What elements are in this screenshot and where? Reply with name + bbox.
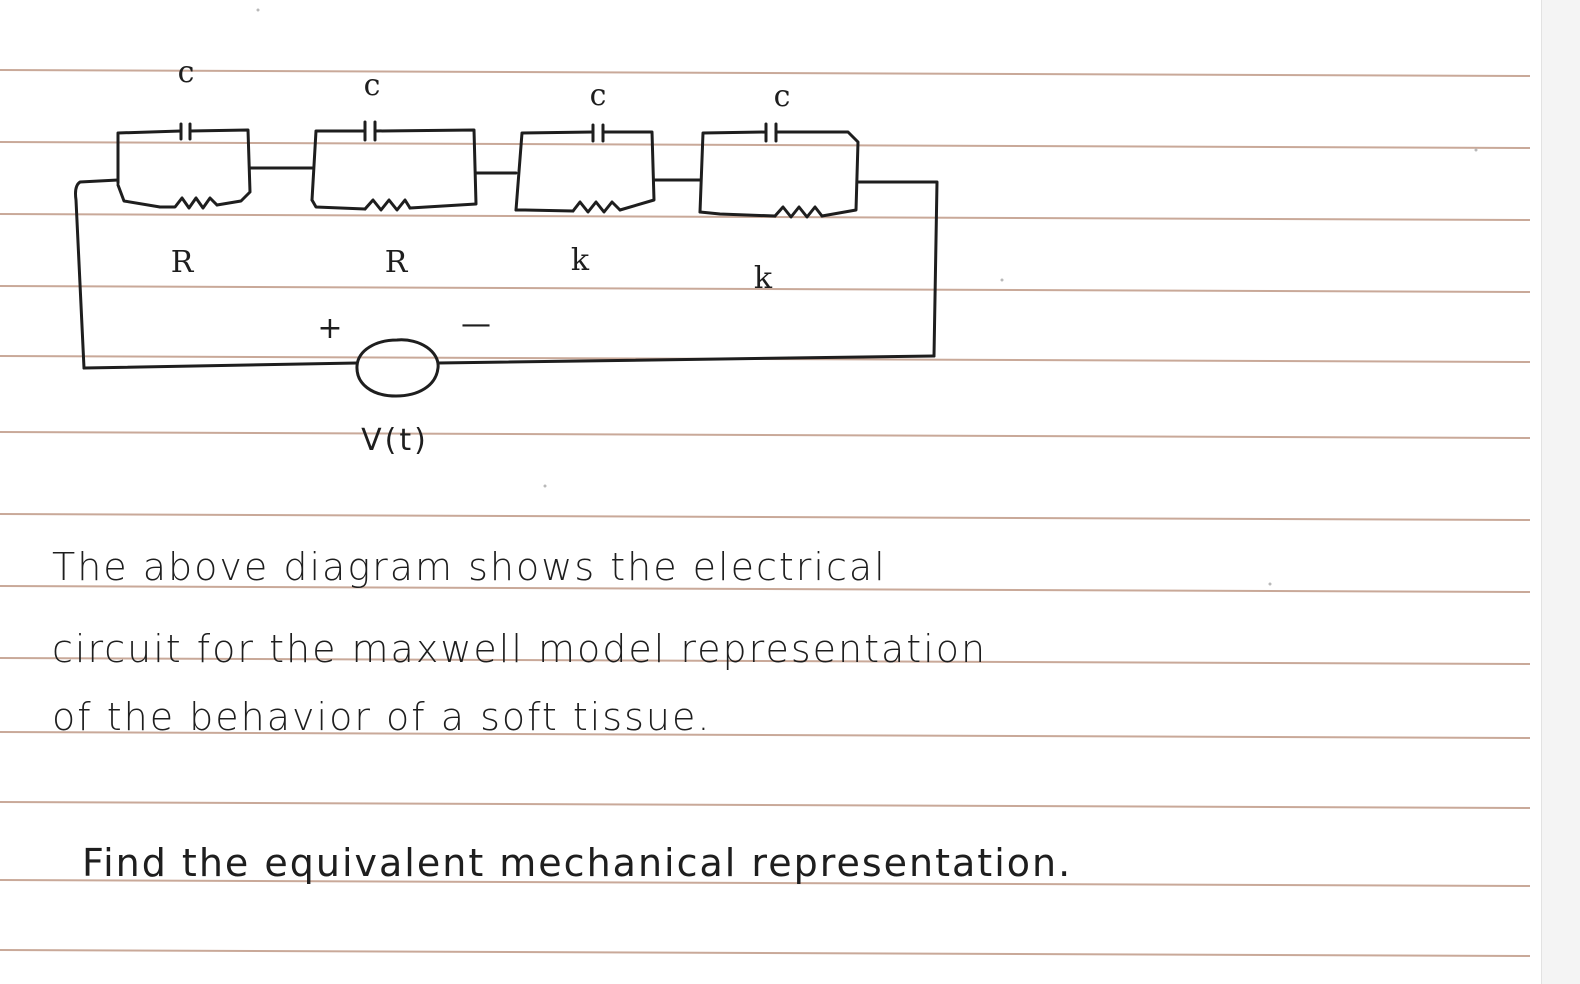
question-text: Find the equivalent mechanical represent… — [82, 841, 1073, 885]
circuit-wire — [116, 183, 162, 209]
ruled-line — [0, 949, 1531, 957]
ruled-line — [0, 801, 1531, 809]
paper-speck — [1268, 582, 1272, 586]
capacitor — [764, 122, 778, 143]
circuit-wire — [868, 180, 939, 358]
paper-speck — [1474, 148, 1478, 152]
ruled-line — [0, 431, 1531, 439]
circuit-wire — [373, 128, 478, 210]
resistor-label: R — [385, 245, 409, 280]
ruled-line — [0, 141, 1531, 149]
circuit-wire — [601, 130, 656, 212]
parallel-rc-element — [310, 129, 367, 202]
parallel-rc-element — [514, 130, 595, 212]
resistor-label: R — [171, 245, 195, 280]
circuit-wire — [698, 210, 777, 218]
resistor — [773, 205, 824, 219]
note-line-3: of the behavior of a soft tissue. — [52, 695, 712, 739]
resistor-label: k — [754, 261, 773, 296]
ruled-line — [0, 585, 1531, 593]
resistor — [363, 198, 412, 212]
parallel-rc-element — [698, 130, 768, 214]
circuit-wire — [514, 208, 575, 213]
circuit-wire — [188, 128, 252, 207]
circuit-wire — [82, 361, 359, 370]
capacitor — [591, 123, 605, 143]
circuit-wire — [774, 130, 860, 218]
circuit-wire — [74, 178, 120, 370]
voltage-source — [355, 338, 440, 398]
ruled-line — [0, 731, 1531, 739]
resistor — [158, 196, 219, 210]
source-label: V(t) — [361, 423, 429, 458]
source-minus-label: — — [461, 307, 491, 342]
ruled-line — [0, 285, 1531, 293]
note-line-2: circuit for the maxwell model representa… — [52, 627, 988, 671]
ruled-line — [0, 513, 1531, 521]
ruled-line — [0, 69, 1531, 77]
capacitor-label: c — [590, 78, 607, 113]
capacitor-label: c — [774, 79, 791, 114]
circuit-wire — [436, 354, 936, 365]
parallel-rc-element — [116, 129, 183, 185]
capacitor-label: c — [178, 55, 195, 90]
circuit-wire — [310, 198, 367, 211]
page-right-margin — [1541, 0, 1580, 984]
capacitor-label: c — [364, 68, 381, 103]
ruled-line — [0, 657, 1531, 665]
resistor-label: k — [571, 243, 590, 278]
note-line-1: The above diagram shows the electrical — [52, 545, 887, 589]
source-plus-label: + — [317, 311, 342, 346]
paper-speck — [1000, 278, 1004, 282]
resistor — [571, 200, 622, 214]
paper-speck — [256, 8, 260, 12]
paper-speck — [543, 484, 547, 488]
ruled-line — [0, 879, 1531, 887]
